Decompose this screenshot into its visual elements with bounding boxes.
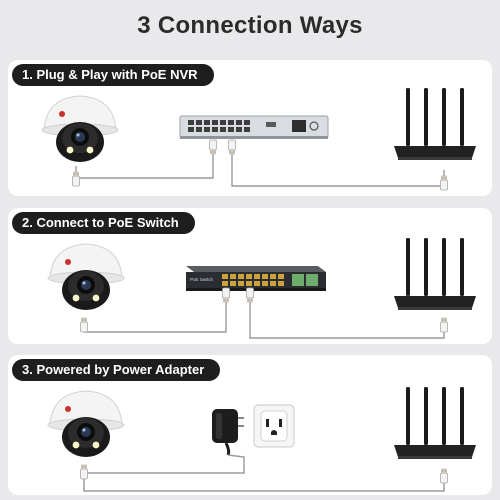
method-panel-adapter: 3. Powered by Power Adapter: [8, 355, 492, 495]
dome-camera-icon: [41, 95, 119, 163]
method-label: 1. Plug & Play with PoE NVR: [12, 64, 214, 86]
adapter-scene: [47, 387, 476, 492]
method-panel-switch: 2. Connect to PoE Switch PoE Switch: [8, 208, 492, 344]
wifi-router-icon: [394, 387, 476, 459]
switch-brand-text: PoE Switch: [190, 277, 214, 282]
power-adapter-icon: [212, 409, 244, 456]
poe-switch-icon: PoE Switch: [186, 266, 326, 291]
ethernet-plug-icon: [80, 317, 88, 333]
nvr-scene: [41, 88, 476, 191]
page-title: 3 Connection Ways: [137, 12, 363, 39]
method-panel-nvr: 1. Plug & Play with PoE NVR: [8, 60, 492, 196]
wifi-router-icon: [394, 88, 476, 160]
wifi-router-icon: [394, 238, 476, 310]
switch-scene: PoE Switch: [47, 238, 476, 339]
dome-camera-icon: [47, 243, 125, 311]
nvr-recorder-icon: [179, 115, 329, 139]
method-label: 2. Connect to PoE Switch: [12, 212, 195, 234]
wall-outlet-icon: [253, 404, 295, 448]
ethernet-plug-icon: [80, 464, 88, 480]
ethernet-plug-icon: [72, 171, 80, 187]
dome-camera-icon: [47, 390, 125, 458]
method-label: 3. Powered by Power Adapter: [12, 359, 221, 381]
